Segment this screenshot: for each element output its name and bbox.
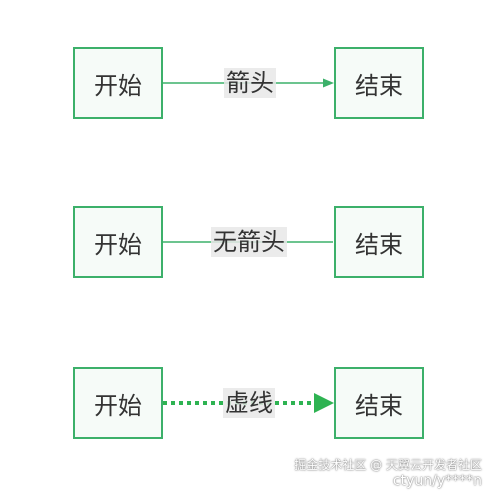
start-node-1: 开始 (73, 47, 163, 119)
end-node-3: 结束 (334, 367, 424, 439)
arrowhead-3 (314, 393, 334, 413)
end-node-1: 结束 (334, 47, 424, 119)
watermark-line-2: ctyun/y****n (392, 473, 482, 489)
start-node-3: 开始 (73, 367, 163, 439)
arrowhead-1 (323, 78, 334, 88)
edge-label-2: 无箭头 (211, 227, 287, 257)
watermark-line-1: 掘金技术社区 @ 天翼云开发者社区 (294, 458, 482, 472)
watermark: 掘金技术社区 @ 天翼云开发者社区 ctyun/y****n (294, 458, 482, 489)
end-node-2: 结束 (334, 206, 424, 278)
start-node-2: 开始 (73, 206, 163, 278)
edge-label-3: 虚线 (223, 388, 275, 418)
edge-label-1: 箭头 (224, 68, 276, 98)
